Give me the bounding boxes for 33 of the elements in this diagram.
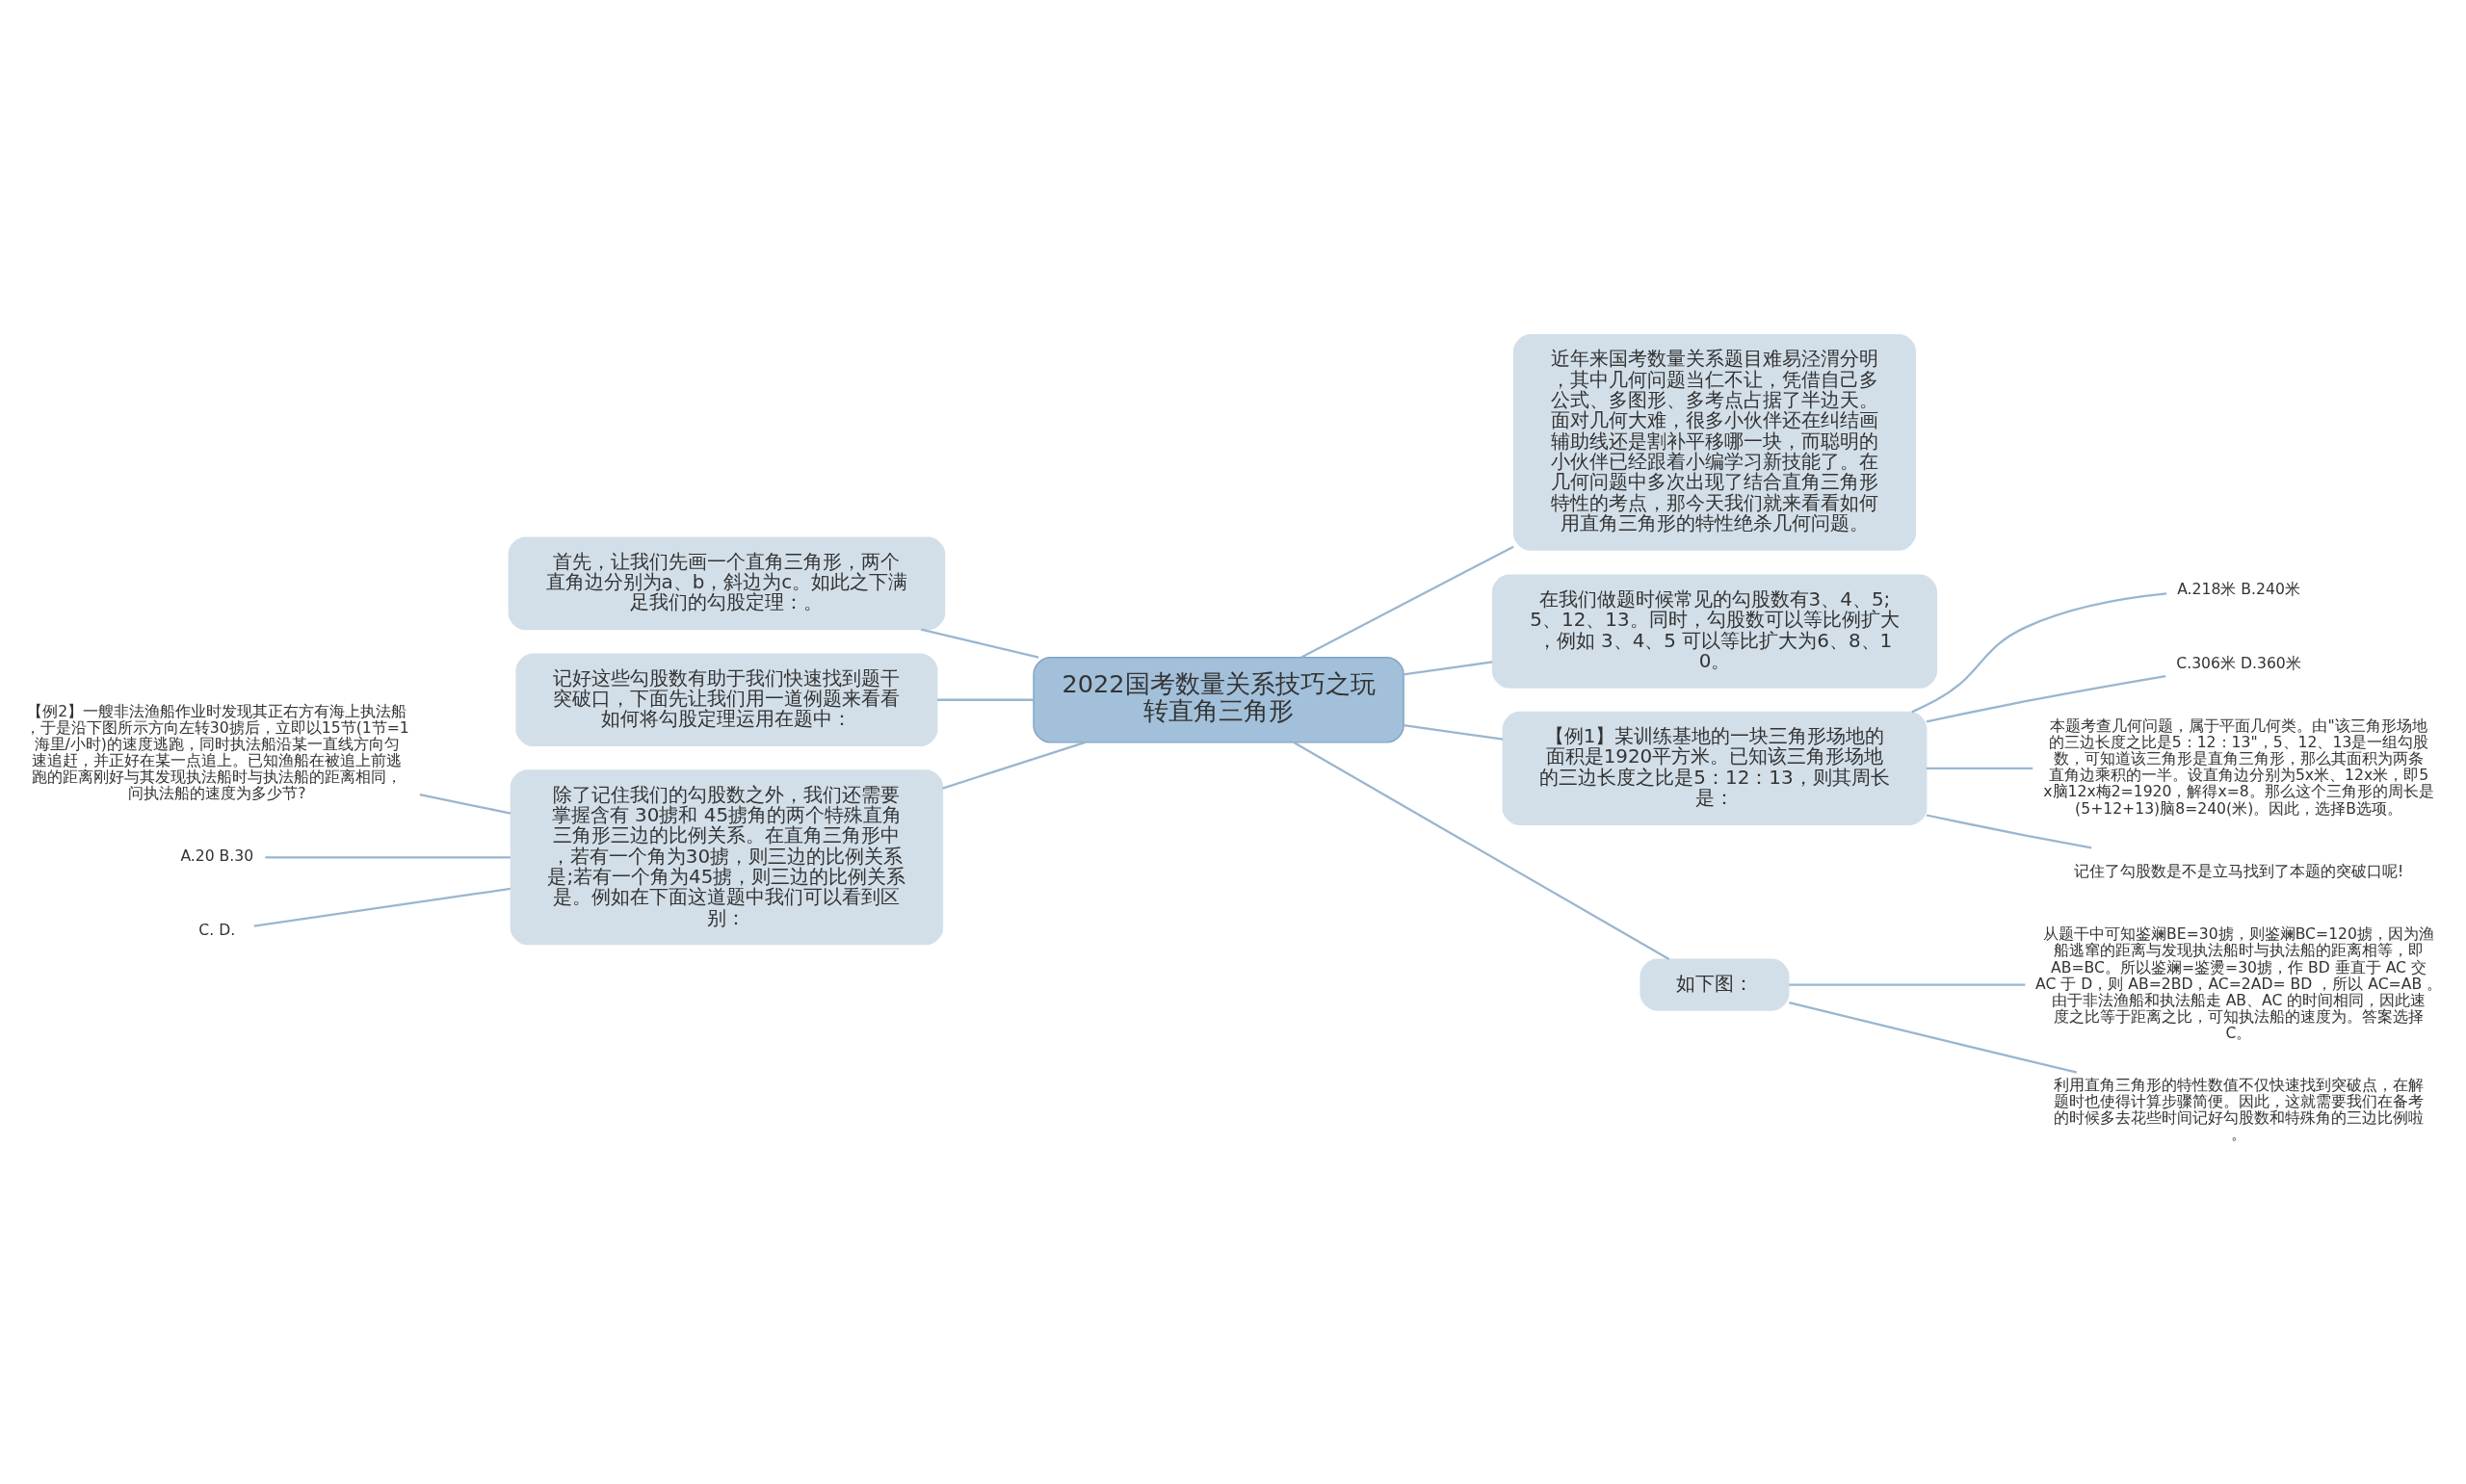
node-text: 本题考查几何问题，属于平面几何类。由"该三角形场地的三边长度之比是5：12：13"，5、12、13是一组勾股数，可知道该三角形是直角三角形，那么其面积为两条直角边乘积的一半。设直角边分别为5x米、12x米，即5x脑12x梅2=1920，解得x=8。那么这个三角形的周长是(5+12+13)脑8=240(米)。因此，选择B选项。: [2043, 716, 2434, 818]
node-box: 除了记住我们的勾股数之外，我们还需要掌握含有 30掳和 45掳角的两个特殊直角三角形三边的比例关系。在直角三角形中，若有一个角为30掳，则三边的比例关系是;若有一个角为45掳，则三边的比例关系是。例如在下面这道题中我们可以看到区别：: [510, 769, 944, 946]
connector: [942, 741, 1086, 790]
connector: [1789, 1002, 2078, 1074]
connector: [265, 856, 511, 859]
connector: [920, 628, 1039, 659]
node-text: 【例2】一艘非法渔船作业时发现其正右方有海上执法船，于是沿下图所示方向左转30掳后，立即以15节(1节=1海里/小时)的速度逃跑，同时执法船沿某一直线方向匀速追赶，并正好在某一点追上。已知渔船在被追上前逃跑的距离刚好与其发现执法船时与执法船的距离相同，问执法船的速度为多少节?: [24, 701, 409, 802]
connector: [1404, 661, 1493, 676]
connector: [419, 794, 512, 815]
connector: [1300, 545, 1514, 659]
connector: [253, 887, 511, 927]
connector: [1926, 674, 2166, 723]
node-text: A.218米 B.240米: [2177, 579, 2300, 598]
connector: [1926, 814, 2092, 849]
node-text: 从题干中可知鉴斓BE=30掳，则鉴斓BC=120掳，因为渔船逃窜的距离与发现执法船时与执法船的距离相等，即 AB=BC。所以鉴斓=鉴燙=30掳，作 BD 垂直于 AC 交 AC 于 D，则 AB=2BD，AC=2AD= BD ，所以 AC=AB 。由于非法渔船和执法船走 AB、AC 的时间相同，因此速度之比等于距离之比，可知执法船的速度为。答案选择 C。: [2035, 924, 2443, 1042]
node-box: 首先，让我们先画一个直角三角形，两个直角边分别为a、b，斜边为c。如此之下满足我们的勾股定理：。: [508, 536, 946, 631]
connector: [1911, 592, 2167, 714]
node-box: 如下图：: [1640, 958, 1790, 1011]
connector: [1789, 983, 2026, 986]
connector: [1927, 767, 2033, 769]
node-text: 记住了勾股数是不是立马找到了本题的突破口呢!: [2073, 861, 2404, 880]
node-text: C. D.: [198, 921, 236, 940]
connector: [937, 698, 1034, 701]
node-text: 利用直角三角形的特性数值不仅快速找到突破点，在解题时也使得计算步骤简便。因此，这就需要我们在备考的时候多去花些时间记好勾股数和特殊角的三边比例啦。: [2054, 1075, 2425, 1144]
node-box: 在我们做题时候常见的勾股数有3、4、5;5、12、13。同时，勾股数可以等比例扩大，例如 3、4、5 可以等比扩大为6、8、10。: [1491, 574, 1938, 689]
node-box: 记好这些勾股数有助于我们快速找到题干突破口，下面先让我们用一道例题来看看如何将勾股定理运用在题中：: [515, 653, 938, 747]
node-box: 2022国考数量关系技巧之玩转直角三角形: [1033, 656, 1404, 743]
connector: [1404, 724, 1504, 741]
connector: [1293, 742, 1670, 961]
node-box: 【例1】某训练基地的一块三角形场地的面积是1920平方米。已知该三角形场地的三边长度之比是5：12：13，则其周长是：: [1502, 711, 1928, 825]
node-text: C.306米 D.360米: [2176, 653, 2301, 672]
node-text: A.20 B.30: [180, 846, 254, 866]
node-box: 近年来国考数量关系题目难易泾渭分明，其中几何问题当仁不让，凭借自己多公式、多图形、多考点占据了半边天。面对几何大难，很多小伙伴还在纠结画辅助线还是割补平移哪一块，而聪明的小伙伴已经跟着小编学习新技能了。在几何问题中多次出现了结合直角三角形特性的考点，那今天我们就来看看如何用直角三角形的特性绝杀几何问题。: [1512, 334, 1917, 551]
